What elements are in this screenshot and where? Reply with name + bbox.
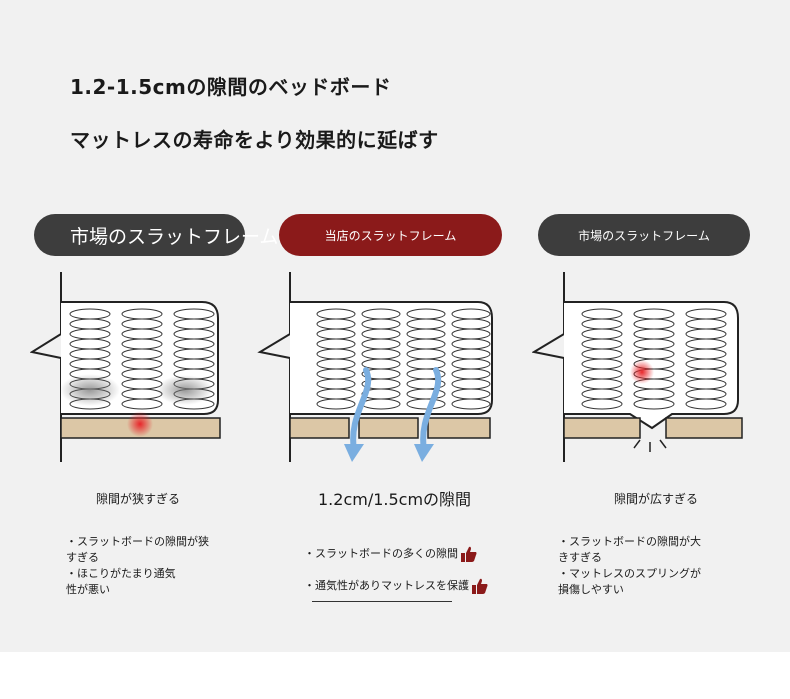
spring-coil	[685, 398, 727, 410]
note-line: 性が悪い	[66, 583, 110, 596]
spring-coil	[451, 398, 491, 410]
note-line: ・スラットボードの多くの隙間	[304, 538, 489, 570]
note-line: ・ほこりがたまり通気	[66, 567, 176, 580]
arrow-down-icon	[350, 367, 372, 453]
note-line: ・スラットボードの隙間が大	[558, 535, 701, 548]
spring-coil	[316, 398, 356, 410]
spring-coil	[406, 398, 446, 410]
thumbs-up-icon	[461, 546, 477, 562]
caption-narrow: 隙間が狭すぎる	[96, 492, 181, 506]
notes-narrow: ・スラットボードの隙間が狭 すぎる ・ほこりがたまり通気 性が悪い	[66, 534, 209, 598]
caption-our-frame: 1.2cm/1.5cmの隙間	[318, 490, 472, 509]
note-text: ・スラットボードの多くの隙間	[304, 547, 458, 560]
spring-coil	[581, 398, 623, 410]
note-line: すぎる	[66, 551, 99, 564]
note-line: きすぎる	[558, 551, 602, 564]
product-info-page: 1.2-1.5cmの隙間のベッドボード マットレスの寿命をより効果的に延ばす 市…	[0, 0, 790, 652]
caption-wide: 隙間が広すぎる	[614, 492, 699, 506]
hotspot-icon	[127, 411, 153, 437]
spring-coil	[633, 398, 675, 410]
panel-label-market-wide: 市場のスラットフレーム	[538, 214, 750, 256]
mattress-diagram-narrow	[30, 272, 221, 462]
headline-gap: 1.2-1.5cmの隙間のベッドボード	[70, 75, 392, 99]
mattress-diagram-wide	[532, 272, 743, 462]
mattress-diagram-our-frame	[257, 272, 493, 462]
spring-coil	[121, 398, 163, 410]
note-line: ・通気性がありマットレスを保護	[304, 570, 489, 602]
panel-label-market-narrow: 市場のスラットフレーム	[34, 214, 278, 256]
note-line: ・マットレスのスプリングが	[558, 567, 701, 580]
note-line: 損傷しやすい	[558, 583, 624, 596]
thumbs-up-icon	[472, 578, 488, 594]
divider	[312, 601, 452, 602]
notes-wide: ・スラットボードの隙間が大 きすぎる ・マットレスのスプリングが 損傷しやすい	[558, 534, 701, 598]
note-line: ・スラットボードの隙間が狭	[66, 535, 209, 548]
notes-our-frame: ・スラットボードの多くの隙間 ・通気性がありマットレスを保護	[304, 538, 489, 602]
panel-label-our-frame: 当店のスラットフレーム	[279, 214, 502, 256]
headline-lifespan: マットレスの寿命をより効果的に延ばす	[70, 128, 439, 152]
hotspot-icon	[630, 360, 654, 384]
note-text: ・通気性がありマットレスを保護	[304, 579, 469, 592]
arrow-down-icon	[420, 367, 442, 453]
